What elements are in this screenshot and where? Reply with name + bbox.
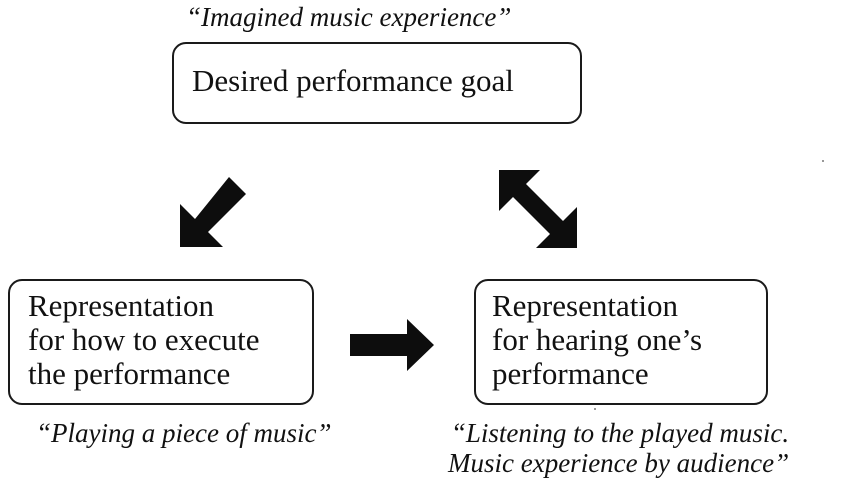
execute-caption: “Playing a piece of music” (36, 418, 332, 448)
hearing-caption-line-1: “Listening to the played music. (450, 418, 790, 448)
execute-box-line-3: the performance (28, 356, 231, 391)
desired-performance-goal-box: Desired performance goal (172, 42, 582, 124)
execute-box-line-1: Representation (28, 288, 214, 323)
execution-representation-box: Representation for how to execute the pe… (8, 279, 314, 405)
goal-box-label: Desired performance goal (192, 63, 514, 98)
hearing-box-line-2: for hearing one’s (492, 322, 703, 357)
arrow-goal-to-execute (180, 177, 246, 247)
hearing-box-line-1: Representation (492, 288, 678, 323)
hearing-caption: “Listening to the played music. Music ex… (448, 418, 789, 478)
hearing-caption-line-2: Music experience by audience” (448, 448, 790, 478)
hearing-representation-box: Representation for hearing one’s perform… (474, 279, 768, 405)
scan-speck (594, 408, 596, 410)
arrow-execute-to-hearing (350, 319, 434, 371)
goal-caption: “Imagined music experience” (186, 2, 512, 32)
arrow-goal-hearing-bidirectional (499, 170, 577, 248)
scan-speck (822, 160, 824, 162)
execute-box-line-2: for how to execute (28, 322, 260, 357)
hearing-box-line-3: performance (492, 356, 649, 391)
